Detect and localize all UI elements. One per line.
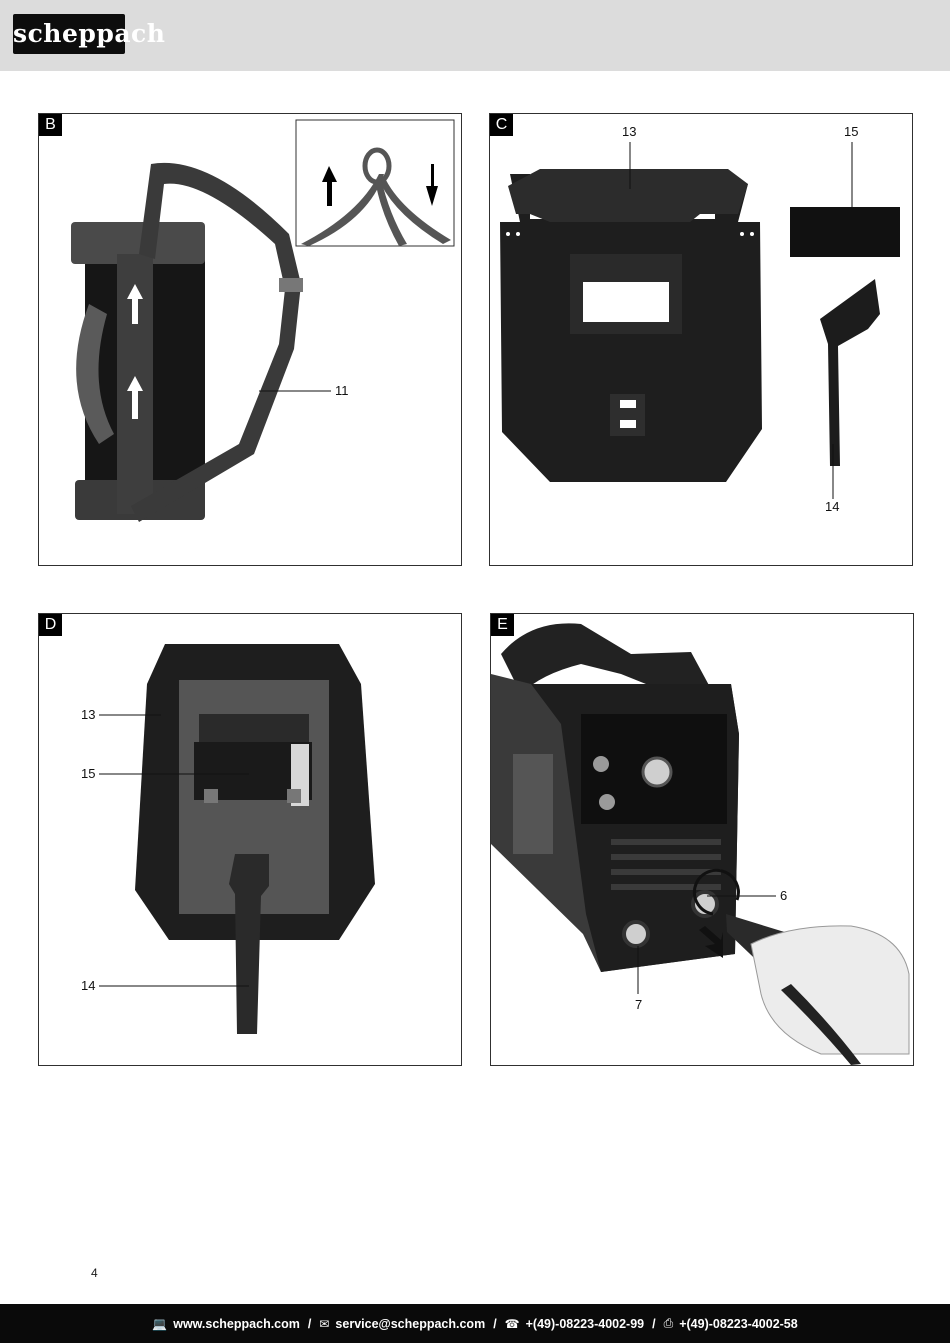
illustration-cable-connection [491,623,910,1065]
illustration-mask-parts [500,142,900,499]
figure-panel-c: C 13 15 14 [489,113,913,566]
illustration-assembled-mask [99,644,375,1034]
brand-logo: scheppach [13,14,165,54]
phone-number: +(49)-08223-4002-99 [525,1316,645,1331]
fax-icon: ⎙ [663,1316,674,1330]
fax-number: +(49)-08223-4002-58 [679,1316,798,1331]
figure-panel-b: B 11 [38,113,462,566]
email-link[interactable]: service@scheppach.com [335,1316,486,1331]
header-bar: scheppach [0,0,950,71]
panel-label: D [39,614,62,636]
phone-icon: ☎ [504,1316,520,1331]
computer-icon: 💻 [152,1316,168,1331]
callout-7: 7 [635,997,643,1012]
mail-icon: ✉ [319,1316,330,1331]
figure-panel-d: D 13 15 14 [38,613,462,1066]
callout-14: 14 [81,978,96,993]
website-link[interactable]: www.scheppach.com [173,1316,300,1331]
separator: / [493,1316,497,1331]
callout-15: 15 [81,766,96,781]
separator: / [307,1316,312,1331]
callout-11: 11 [335,383,349,398]
page-number: 4 [91,1266,98,1280]
panel-label: C [490,114,513,136]
callout-13: 13 [622,124,637,139]
figure-panel-e: E 6 7 [490,613,914,1066]
callout-15: 15 [844,124,859,139]
panel-label: E [491,614,514,636]
separator: / [652,1316,656,1331]
illustration-carry-strap [71,119,455,522]
panel-label: B [39,114,62,136]
callout-14: 14 [825,499,840,514]
footer-bar: 💻 www.scheppach.com / ✉ service@scheppac… [0,1304,950,1343]
callout-13: 13 [81,707,96,722]
callout-6: 6 [780,888,788,903]
